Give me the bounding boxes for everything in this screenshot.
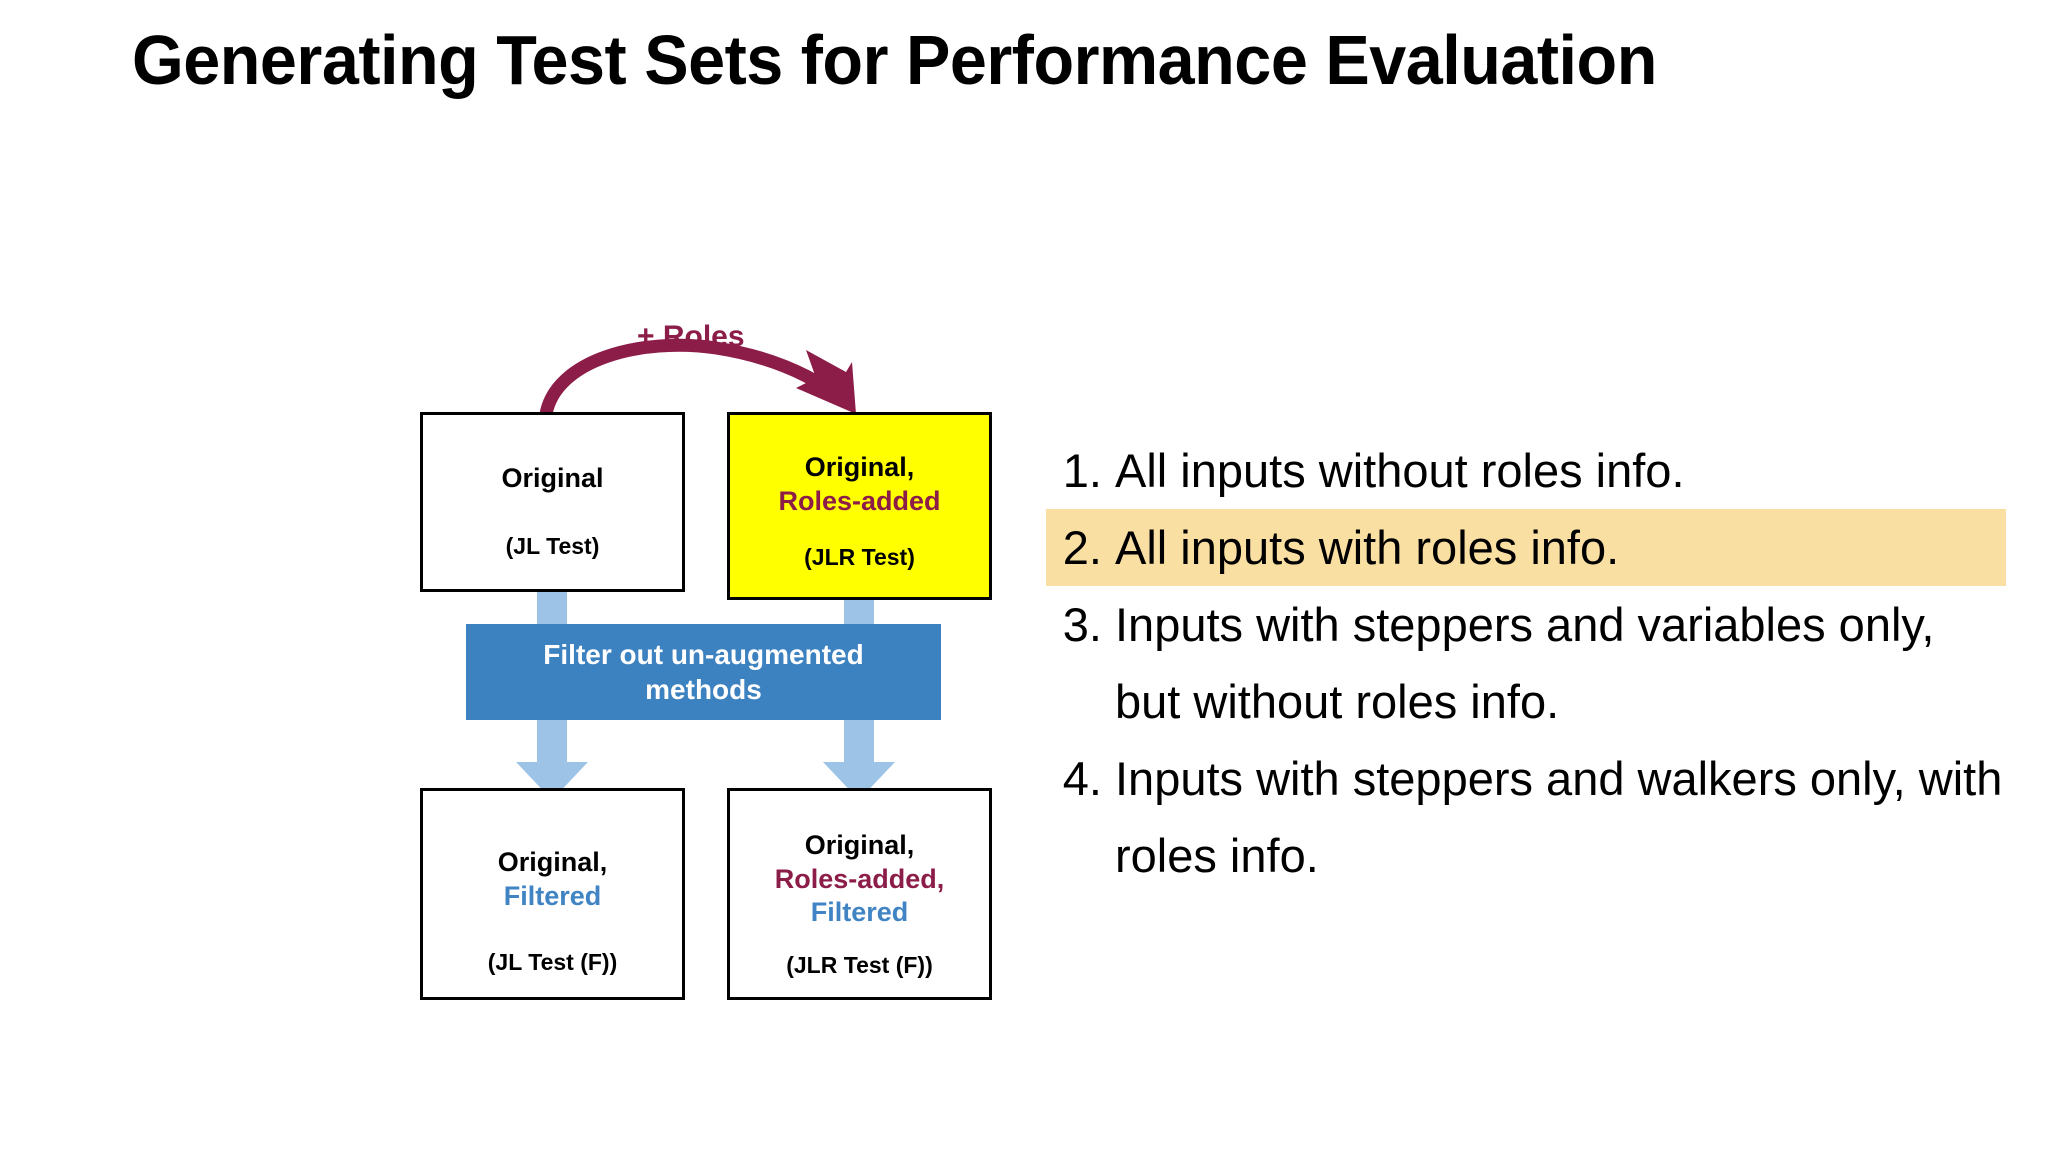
box-jl-test-filtered[interactable]: Original, Filtered (JL Test (F)): [420, 788, 685, 1000]
page-title: Generating Test Sets for Performance Eva…: [132, 21, 1657, 99]
roles-arrow-label: + Roles: [637, 320, 745, 353]
box-jlr-test-filtered-line-1: Original,: [804, 829, 915, 860]
box-jl-test-title: Original: [501, 462, 603, 496]
box-jlr-test-line-1: Original,: [804, 451, 915, 482]
box-jlr-test[interactable]: Original, Roles-added (JLR Test): [727, 412, 992, 600]
list-item-text: Inputs with steppers and walkers only, w…: [1115, 752, 2003, 882]
test-set-description-list: 1. All inputs without roles info. 2. All…: [1046, 432, 2006, 894]
box-jl-test-filtered-line-2: Filtered: [503, 880, 602, 911]
box-jlr-test-filtered-subtitle: (JLR Test (F)): [786, 952, 933, 979]
list-item-number: 2.: [1046, 509, 1115, 586]
list-item-text: Inputs with steppers and variables only,…: [1115, 598, 1935, 728]
list-item-number: 3.: [1062, 598, 1102, 651]
box-jlr-test-title: Original, Roles-added: [778, 451, 940, 519]
test-set-flow-diagram: Original (JL Test) Original, Roles-added…: [420, 320, 992, 1000]
box-jlr-test-filtered-line-2: Roles-added,: [774, 863, 945, 894]
box-jlr-test-filtered[interactable]: Original, Roles-added, Filtered (JLR Tes…: [727, 788, 992, 1000]
box-jl-test-filtered-line-1: Original,: [497, 846, 608, 877]
box-jlr-test-line-2: Roles-added: [778, 485, 941, 516]
list-item: 1. All inputs without roles info.: [1046, 432, 2006, 509]
list-item: 2. All inputs with roles info.: [1046, 509, 2006, 586]
box-jl-test-filtered-title: Original, Filtered: [498, 846, 608, 914]
list-item-number: 1.: [1062, 444, 1102, 497]
roles-curved-arrow: [539, 338, 856, 421]
box-jl-test-filtered-subtitle: (JL Test (F)): [487, 949, 618, 976]
box-jlr-test-subtitle: (JLR Test): [804, 544, 915, 571]
list-item-text: All inputs with roles info.: [1115, 509, 2006, 586]
box-jlr-test-filtered-line-3: Filtered: [810, 897, 909, 928]
box-jl-test-subtitle: (JL Test): [505, 533, 600, 560]
box-jl-test[interactable]: Original (JL Test): [420, 412, 685, 592]
list-item: 4. Inputs with steppers and walkers only…: [1046, 740, 2006, 894]
list-item-number: 4.: [1062, 752, 1102, 805]
box-jl-test-line-1: Original: [501, 462, 604, 493]
box-jlr-test-filtered-title: Original, Roles-added, Filtered: [775, 829, 945, 930]
list-item: 3. Inputs with steppers and variables on…: [1046, 586, 2006, 740]
filter-step-bar[interactable]: Filter out un-augmented methods: [466, 624, 941, 720]
list-item-text: All inputs without roles info.: [1115, 444, 1685, 497]
